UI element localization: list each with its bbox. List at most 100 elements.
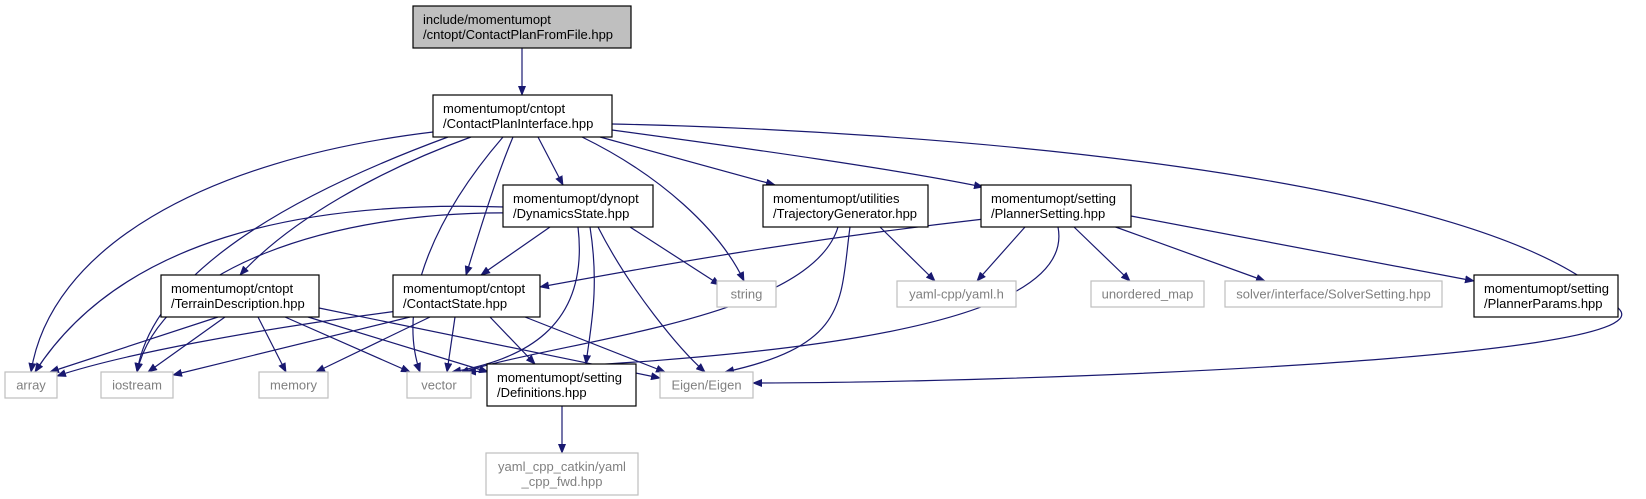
node-solver: solver/interface/SolverSetting.hpp bbox=[1224, 280, 1443, 308]
edge-terrain-to-defs bbox=[307, 316, 489, 374]
edge-cstate-to-vector bbox=[444, 316, 456, 373]
node-defs[interactable]: momentumopt/setting/Definitions.hpp bbox=[486, 363, 637, 407]
edge-dyn-to-cstate bbox=[480, 226, 551, 276]
node-box-yaml bbox=[896, 280, 1017, 308]
node-label-params-line-1: momentumopt/setting bbox=[1484, 281, 1609, 296]
edge-cpi-to-cstate bbox=[464, 136, 514, 276]
node-label-planner-line-2: /PlannerSetting.hpp bbox=[991, 206, 1105, 221]
edge-terrain-to-memory bbox=[257, 316, 287, 373]
edge-planner-to-umap bbox=[1073, 226, 1131, 282]
node-cpi[interactable]: momentumopt/cntopt/ContactPlanInterface.… bbox=[432, 94, 613, 138]
node-label-cstate-line-1: momentumopt/cntopt bbox=[403, 281, 526, 296]
node-vector: vector bbox=[406, 371, 472, 399]
edge-terrain-to-array bbox=[49, 316, 219, 374]
node-label-root-line-2: /cntopt/ContactPlanFromFile.hpp bbox=[423, 27, 613, 42]
edge-planner-to-yaml bbox=[976, 226, 1026, 282]
edge-cstate-to-iostream bbox=[172, 316, 411, 377]
edge-cpi-to-string bbox=[581, 136, 745, 282]
edge-traj-to-yaml bbox=[879, 226, 936, 282]
edge-dyn-to-string bbox=[629, 226, 721, 286]
node-label-dyn-line-1: momentumopt/dynopt bbox=[513, 191, 639, 206]
node-label-terrain-line-1: momentumopt/cntopt bbox=[171, 281, 294, 296]
node-label-planner-line-1: momentumopt/setting bbox=[991, 191, 1116, 206]
node-params[interactable]: momentumopt/setting/PlannerParams.hpp bbox=[1473, 274, 1619, 318]
node-box-yamlfwd bbox=[485, 452, 639, 496]
edge-cpi-to-traj bbox=[599, 136, 776, 187]
node-label-yamlfwd-line-2: _cpp_fwd.hpp bbox=[521, 474, 603, 489]
edge-dyn-to-eigen bbox=[597, 226, 706, 373]
node-box-defs bbox=[486, 363, 637, 407]
node-label-traj-line-2: /TrajectoryGenerator.hpp bbox=[773, 206, 917, 221]
edge-cpi-to-iostream bbox=[134, 136, 449, 373]
edge-terrain-to-vector bbox=[284, 316, 411, 373]
node-dyn[interactable]: momentumopt/dynopt/DynamicsState.hpp bbox=[502, 184, 654, 228]
node-eigen: Eigen/Eigen bbox=[659, 371, 754, 399]
node-box-array bbox=[4, 371, 58, 399]
edge-traj-to-vector bbox=[459, 226, 839, 374]
node-box-planner bbox=[980, 184, 1132, 228]
edges-layer bbox=[28, 48, 1623, 454]
node-box-vector bbox=[406, 371, 472, 399]
node-box-solver bbox=[1224, 280, 1443, 308]
edge-cstate-to-array bbox=[56, 310, 399, 377]
edge-planner-to-solver bbox=[1109, 224, 1266, 282]
node-box-traj bbox=[762, 184, 929, 228]
node-cstate[interactable]: momentumopt/cntopt/ContactState.hpp bbox=[392, 274, 541, 318]
edge-planner-to-cstate bbox=[539, 218, 985, 290]
node-box-cstate bbox=[392, 274, 541, 318]
node-memory: memory bbox=[258, 371, 329, 399]
node-array: array bbox=[4, 371, 58, 399]
edge-cpi-to-vector bbox=[412, 136, 504, 373]
node-root[interactable]: include/momentumopt/cntopt/ContactPlanFr… bbox=[412, 5, 632, 49]
node-label-yaml-line-1: yaml-cpp/yaml.h bbox=[909, 287, 1004, 302]
edge-dyn-to-array bbox=[34, 205, 506, 373]
node-umap: unordered_map bbox=[1090, 280, 1205, 308]
node-label-cpi-line-2: /ContactPlanInterface.hpp bbox=[443, 116, 593, 131]
node-iostream: iostream bbox=[100, 371, 174, 399]
edge-dyn-to-defs bbox=[583, 226, 595, 365]
node-box-dyn bbox=[502, 184, 654, 228]
node-label-params-line-2: /PlannerParams.hpp bbox=[1484, 296, 1603, 311]
node-traj[interactable]: momentumopt/utilities/TrajectoryGenerato… bbox=[762, 184, 929, 228]
node-box-umap bbox=[1090, 280, 1205, 308]
node-box-string bbox=[716, 280, 777, 308]
node-label-array-line-1: array bbox=[16, 378, 46, 393]
node-label-traj-line-1: momentumopt/utilities bbox=[773, 191, 900, 206]
node-label-string-line-1: string bbox=[731, 287, 763, 302]
node-label-yamlfwd-line-1: yaml_cpp_catkin/yaml bbox=[498, 459, 626, 474]
nodes-layer: include/momentumopt/cntopt/ContactPlanFr… bbox=[4, 5, 1619, 496]
node-label-root-line-1: include/momentumopt bbox=[423, 12, 551, 27]
edge-cpi-to-eigen bbox=[611, 123, 1623, 387]
edge-cpi-to-array bbox=[28, 131, 434, 373]
node-label-defs-line-2: /Definitions.hpp bbox=[497, 385, 587, 400]
node-terrain[interactable]: momentumopt/cntopt/TerrainDescription.hp… bbox=[160, 274, 320, 318]
node-box-cpi bbox=[432, 94, 613, 138]
node-label-memory-line-1: memory bbox=[270, 378, 317, 393]
edge-traj-to-eigen bbox=[724, 226, 851, 375]
node-label-terrain-line-2: /TerrainDescription.hpp bbox=[171, 296, 305, 311]
node-yamlfwd: yaml_cpp_catkin/yaml_cpp_fwd.hpp bbox=[485, 452, 639, 496]
node-label-eigen-line-1: Eigen/Eigen bbox=[671, 378, 741, 393]
node-label-vector-line-1: vector bbox=[421, 378, 457, 393]
node-label-iostream-line-1: iostream bbox=[112, 378, 162, 393]
node-string: string bbox=[716, 280, 777, 308]
node-box-eigen bbox=[659, 371, 754, 399]
node-box-memory bbox=[258, 371, 329, 399]
edge-cstate-to-memory bbox=[315, 316, 431, 373]
edge-cpi-to-planner bbox=[611, 129, 984, 190]
node-label-dyn-line-2: /DynamicsState.hpp bbox=[513, 206, 629, 221]
node-box-iostream bbox=[100, 371, 174, 399]
edge-dyn-to-iostream bbox=[135, 212, 516, 373]
node-label-umap-line-1: unordered_map bbox=[1102, 287, 1194, 302]
edge-planner-to-params bbox=[1130, 215, 1475, 284]
node-box-root bbox=[412, 5, 632, 49]
node-label-cpi-line-1: momentumopt/cntopt bbox=[443, 101, 566, 116]
edge-cstate-to-defs bbox=[489, 316, 536, 365]
node-planner[interactable]: momentumopt/setting/PlannerSetting.hpp bbox=[980, 184, 1132, 228]
node-label-cstate-line-2: /ContactState.hpp bbox=[403, 296, 507, 311]
edge-cstate-to-eigen bbox=[524, 316, 666, 373]
node-box-params bbox=[1473, 274, 1619, 318]
edge-cpi-to-dyn bbox=[537, 136, 564, 186]
node-box-terrain bbox=[160, 274, 320, 318]
